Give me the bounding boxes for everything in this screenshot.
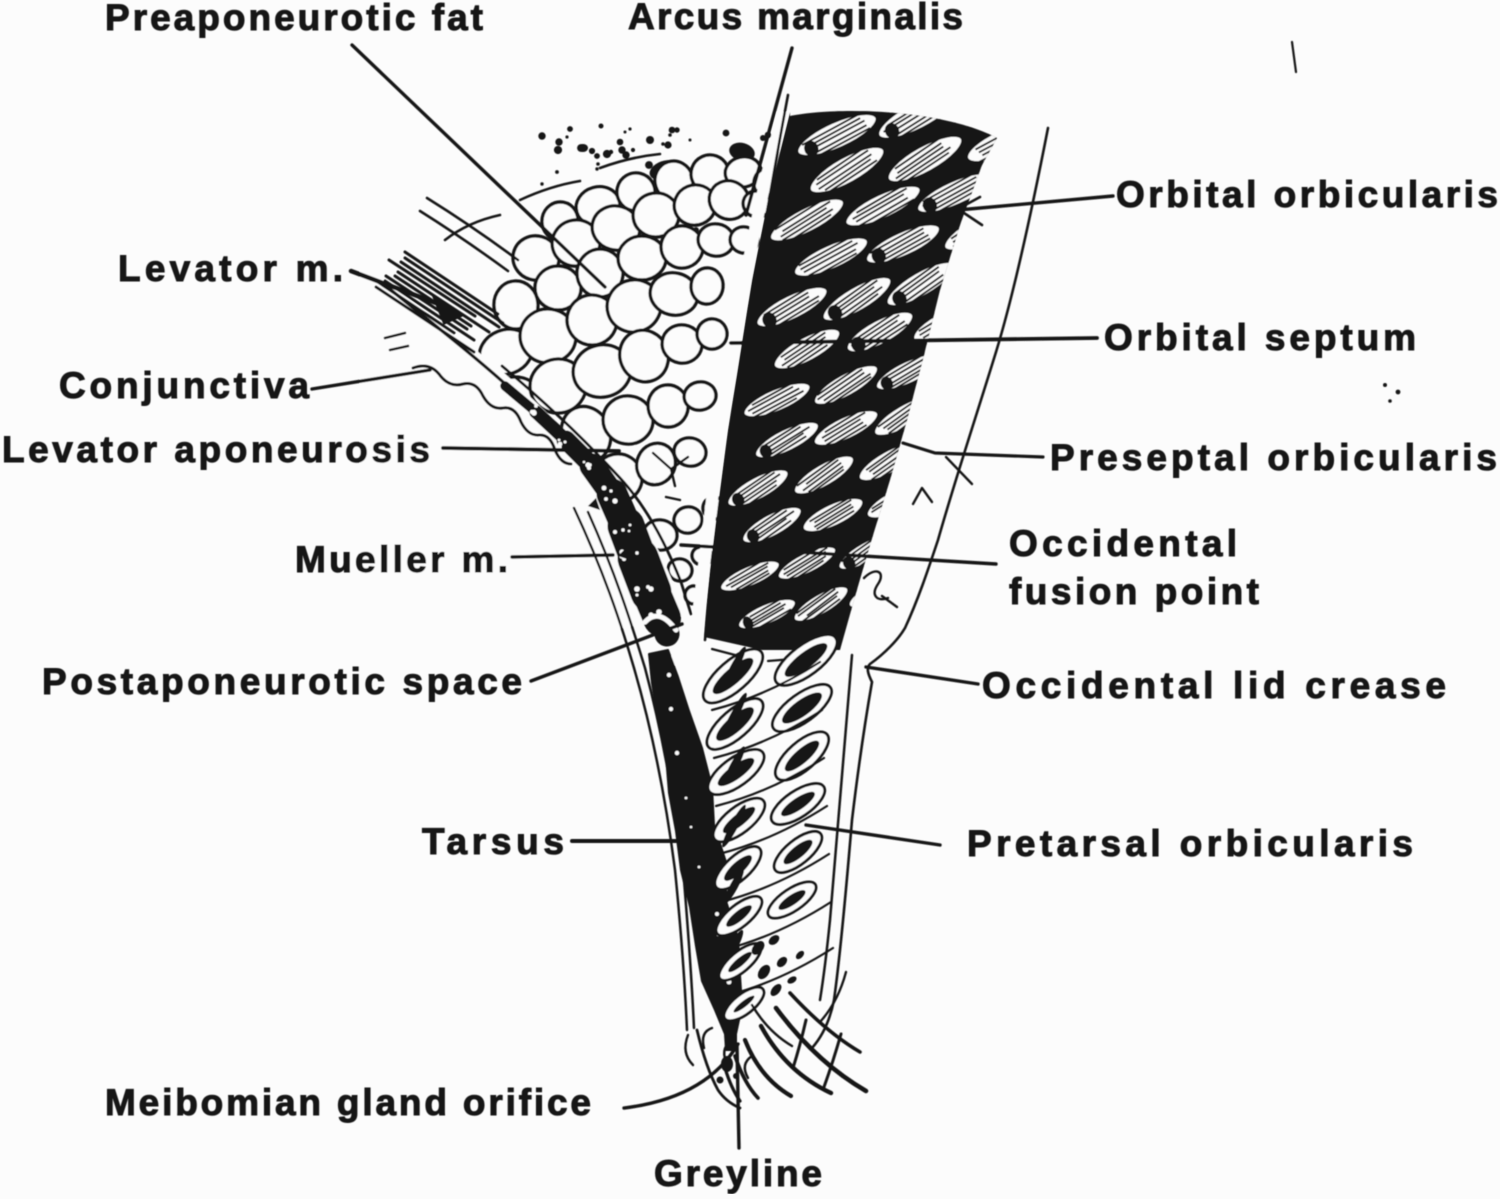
svg-text:Orbital septum: Orbital septum — [1104, 317, 1416, 358]
svg-text:Meibomian gland orifice: Meibomian gland orifice — [105, 1082, 591, 1123]
svg-text:Greyline: Greyline — [654, 1153, 822, 1194]
svg-text:Postaponeurotic space: Postaponeurotic space — [42, 661, 522, 702]
svg-text:Occidental: Occidental — [1009, 523, 1237, 564]
svg-text:Orbital orbicularis: Orbital orbicularis — [1116, 174, 1498, 215]
svg-text:Preseptal orbicularis: Preseptal orbicularis — [1050, 437, 1497, 478]
svg-text:Levator m.: Levator m. — [118, 248, 343, 289]
svg-text:Pretarsal orbicularis: Pretarsal orbicularis — [967, 823, 1413, 864]
svg-text:Mueller m.: Mueller m. — [295, 539, 508, 580]
svg-text:Preaponeurotic fat: Preaponeurotic fat — [105, 0, 483, 38]
svg-text:Arcus marginalis: Arcus marginalis — [628, 0, 963, 37]
svg-text:Conjunctiva: Conjunctiva — [59, 365, 309, 406]
svg-text:fusion point: fusion point — [1009, 571, 1259, 612]
svg-text:Levator aponeurosis: Levator aponeurosis — [2, 429, 430, 470]
